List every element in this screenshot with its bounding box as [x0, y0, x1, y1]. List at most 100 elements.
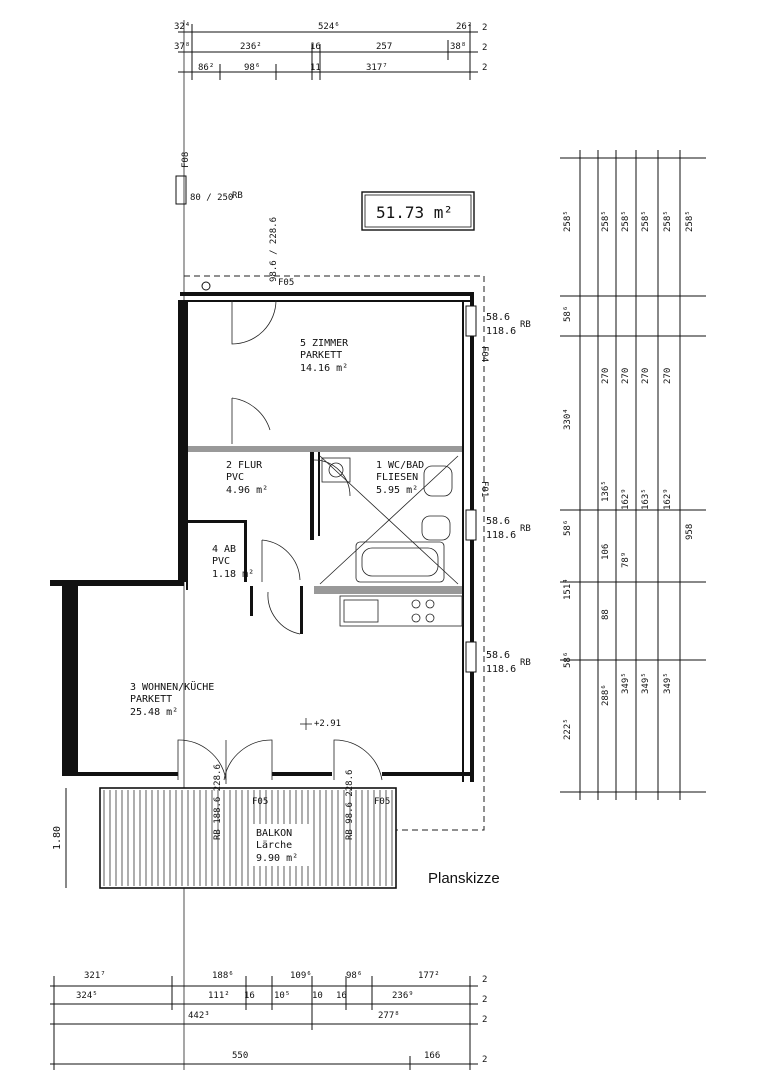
svg-text:118.6: 118.6	[486, 664, 516, 675]
top-dim-text: 317⁷	[366, 63, 388, 73]
svg-text:2: 2	[482, 1055, 487, 1065]
window-label: 98.6 / 228.6	[269, 217, 279, 282]
svg-text:2: 2	[482, 995, 487, 1005]
room-label-wohnen: 3 WOHNEN/KÜCHE PARKETT 25.48 m²	[130, 680, 214, 718]
entrance-annotations: F08 80 / 250 RB 98.6 / 228.6 F05	[175, 152, 294, 291]
entrance-door-size: 80 / 250	[190, 193, 233, 203]
balcony-name: BALKON	[256, 828, 292, 839]
svg-text:FLIESEN: FLIESEN	[376, 472, 418, 483]
svg-text:+2.91: +2.91	[314, 719, 341, 729]
svg-text:1 WC/BAD: 1 WC/BAD	[376, 460, 424, 471]
walls	[50, 292, 474, 782]
svg-text:58.6: 58.6	[486, 516, 510, 527]
total-height: 958	[685, 524, 695, 540]
top-dim-side: 2	[482, 63, 487, 73]
svg-text:10: 10	[312, 991, 323, 1001]
svg-text:PARKETT: PARKETT	[130, 694, 172, 705]
top-dim-text: 98⁶	[244, 63, 260, 73]
bathroom-fixtures	[319, 455, 459, 585]
windows-right: F01 F04	[465, 305, 489, 673]
svg-text:58⁶: 58⁶	[563, 306, 573, 322]
top-dim-text: 11	[310, 63, 321, 73]
svg-text:PVC: PVC	[226, 472, 244, 483]
top-dim-text: 16	[310, 42, 321, 52]
svg-text:RB 98.6 228.6: RB 98.6 228.6	[345, 770, 355, 840]
balcony-depth: 1.80	[52, 826, 63, 850]
svg-text:88: 88	[601, 609, 611, 620]
right-dimension-chain: 258⁵ 58⁶ 330⁴ 58⁶ 151⁴ 58⁶ 222⁵ 258⁵ 270…	[560, 150, 706, 800]
svg-text:2 FLUR: 2 FLUR	[226, 460, 263, 471]
doors	[177, 299, 383, 784]
svg-text:162⁹: 162⁹	[663, 488, 673, 510]
svg-text:RB: RB	[520, 658, 531, 668]
top-dim-text: 236²	[240, 42, 262, 52]
svg-text:288⁶: 288⁶	[601, 684, 611, 706]
svg-text:4 AB: 4 AB	[212, 544, 236, 555]
svg-text:270: 270	[621, 368, 631, 384]
window-label-3: 58.6 118.6 RB	[486, 650, 531, 675]
svg-text:5.95 m²: 5.95 m²	[376, 485, 418, 496]
top-dim-text: 32⁴	[174, 22, 190, 32]
svg-text:349⁵: 349⁵	[621, 672, 631, 694]
room-label-ab: 4 AB PVC 1.18 m²	[212, 544, 254, 580]
top-dim-text: 86²	[198, 63, 214, 73]
svg-text:4.96 m²: 4.96 m²	[226, 485, 268, 496]
svg-text:78⁹: 78⁹	[621, 552, 631, 568]
svg-text:258⁵: 258⁵	[663, 210, 673, 232]
svg-text:RB 188.6 228.6: RB 188.6 228.6	[213, 764, 223, 840]
svg-text:58⁶: 58⁶	[563, 520, 573, 536]
svg-text:16: 16	[336, 991, 347, 1001]
top-dim-side: 2	[482, 43, 487, 53]
svg-text:PVC: PVC	[212, 556, 230, 567]
svg-text:188⁶: 188⁶	[212, 971, 234, 981]
bottom-dimension-chain: 321⁷ 188⁶ 109⁶ 98⁶ 177² 324⁵ 111² 16 10⁵…	[50, 971, 487, 1070]
top-dim-side: 2	[482, 23, 487, 33]
window-label-1: 58.6 118.6 RB	[486, 312, 531, 337]
svg-text:111²: 111²	[208, 991, 230, 1001]
outline-dashed	[184, 275, 485, 831]
svg-text:58.6: 58.6	[486, 312, 510, 323]
balcony-area: 9.90 m²	[256, 853, 298, 864]
fire-door-label: F01	[479, 481, 489, 497]
caption: Planskizze	[428, 870, 500, 887]
fire-door-label: F05	[278, 278, 294, 288]
svg-text:349⁵: 349⁵	[641, 672, 651, 694]
height-marker: +2.91	[300, 718, 341, 730]
svg-text:550: 550	[232, 1051, 248, 1061]
svg-text:258⁵: 258⁵	[641, 210, 651, 232]
svg-text:109⁶: 109⁶	[290, 971, 312, 981]
svg-text:258⁵: 258⁵	[563, 210, 573, 232]
svg-text:349⁵: 349⁵	[663, 672, 673, 694]
room-label-zimmer: 5 ZIMMER PARKETT 14.16 m²	[300, 338, 349, 374]
svg-text:136⁵: 136⁵	[601, 480, 611, 502]
svg-text:2: 2	[482, 975, 487, 985]
svg-text:162⁹: 162⁹	[621, 488, 631, 510]
rb-label: RB	[232, 191, 243, 201]
svg-text:236⁹: 236⁹	[392, 991, 414, 1001]
balcony: BALKON Lärche 9.90 m² RB 188.6 228.6 RB …	[52, 764, 397, 889]
svg-text:PARKETT: PARKETT	[300, 350, 342, 361]
svg-text:166: 166	[424, 1051, 440, 1061]
room-label-flur: 2 FLUR PVC 4.96 m²	[226, 460, 268, 496]
svg-text:151⁴: 151⁴	[563, 578, 573, 600]
top-dim-text: 257	[376, 42, 392, 52]
room-label-wcbad: 1 WC/BAD FLIESEN 5.95 m²	[376, 460, 424, 496]
svg-text:2: 2	[482, 1015, 487, 1025]
svg-text:442³: 442³	[188, 1011, 210, 1021]
balcony-floor: Lärche	[256, 840, 292, 851]
svg-text:106: 106	[601, 544, 611, 560]
fire-door-label: F04	[479, 346, 489, 362]
svg-text:3 WOHNEN/KÜCHE: 3 WOHNEN/KÜCHE	[130, 680, 214, 693]
svg-text:177²: 177²	[418, 971, 440, 981]
svg-text:RB: RB	[520, 320, 531, 330]
kitchen-counter	[339, 595, 463, 627]
svg-text:F05: F05	[252, 797, 268, 807]
svg-text:58.6: 58.6	[486, 650, 510, 661]
svg-text:F05: F05	[374, 797, 390, 807]
svg-text:5 ZIMMER: 5 ZIMMER	[300, 338, 349, 349]
top-dim-text: 37⁸	[174, 42, 190, 52]
svg-text:270: 270	[641, 368, 651, 384]
svg-text:222⁵: 222⁵	[563, 718, 573, 740]
total-area: 51.73 m²	[376, 203, 453, 222]
